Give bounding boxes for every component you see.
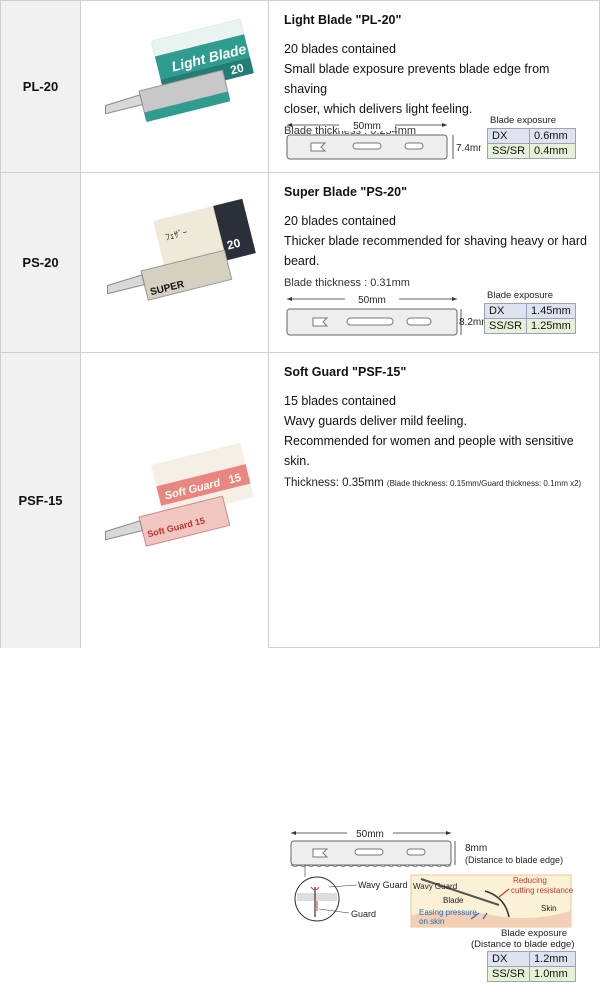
thickness-note: (Blade thickness: 0.15mm/Guard thickness… xyxy=(386,479,582,488)
illus-wavy-guard: Wavy Guard xyxy=(413,882,457,891)
product-row-ps20: PS-20 ﾌｪｻﾞｰ 20 SUPER Super Blade "PS-20"… xyxy=(1,173,599,353)
product-photo-pl20: Light Blade 20 xyxy=(105,18,254,123)
product-image-cell: Soft Guard 15 Soft Guard 15 xyxy=(81,353,269,648)
description-line: Small blade exposure prevents blade edge… xyxy=(284,62,550,96)
blade-height-label: 8mm xyxy=(465,843,487,854)
product-title: Light Blade "PL-20" xyxy=(284,13,402,27)
blade-thickness: Thickness: 0.35mm (Blade thickness: 0.15… xyxy=(284,477,589,489)
description-line: Thicker blade recommended for shaving he… xyxy=(284,234,587,248)
exposure-key: DX xyxy=(483,303,528,319)
blade-height-label: 8.2mm xyxy=(459,317,487,328)
product-description-cell: Super Blade "PS-20" 20 blades contained … xyxy=(269,173,599,352)
exposure-value: 1.0mm xyxy=(529,966,577,982)
product-row-pl20: PL-20 Light Blade 20 xyxy=(1,1,599,173)
product-code-cell: PS-20 xyxy=(1,173,81,352)
exposure-value: 0.6mm xyxy=(529,128,577,144)
description-line: Wavy guards deliver mild feeling. xyxy=(284,414,467,428)
exposure-value: 1.25mm xyxy=(526,318,576,334)
product-code: PSF-15 xyxy=(18,493,63,508)
illus-easing: Easing pressure xyxy=(419,908,477,917)
exposure-key: SS/SR xyxy=(486,966,531,982)
exposure-value: 0.4mm xyxy=(529,143,577,159)
product-code-cell: PL-20 xyxy=(1,1,81,172)
product-title: Soft Guard "PSF-15" xyxy=(284,365,407,379)
product-row-psf15: PSF-15 Soft Guard 15 Soft Guard 15 Soft … xyxy=(1,353,599,982)
thickness-main: Thickness: 0.35mm xyxy=(284,477,384,489)
description-line: beard. xyxy=(284,254,320,268)
illus-cutting: cutting resistance xyxy=(511,886,574,895)
product-title: Super Blade "PS-20" xyxy=(284,185,408,199)
svg-text:20: 20 xyxy=(229,61,246,78)
callout-wavy-guard: Wavy Guard xyxy=(358,880,408,890)
exposure-key: SS/SR xyxy=(483,318,528,334)
exposure-title: Blade exposure xyxy=(501,928,568,939)
exposure-key: DX xyxy=(486,951,531,967)
callout-guard: Guard xyxy=(351,909,376,919)
blade-dimension-diagram: 50mm 8.2mm xyxy=(286,293,487,336)
description-line: 20 blades contained xyxy=(284,42,396,56)
description-line: 15 blades contained xyxy=(284,394,396,408)
blade-dimension-diagram: 50mm 7.4mm xyxy=(286,119,481,160)
product-description-cell: Soft Guard "PSF-15" 15 blades contained … xyxy=(269,353,599,648)
exposure-title: Blade exposure xyxy=(487,290,554,301)
product-code: PS-20 xyxy=(22,255,59,270)
exposure-key: SS/SR xyxy=(486,143,531,159)
blade-width-label: 50mm xyxy=(356,829,384,840)
blade-width-label: 50mm xyxy=(353,121,381,132)
description-line: Recommended for women and people with se… xyxy=(284,434,574,468)
product-code-cell: PSF-15 xyxy=(1,353,81,648)
blade-thickness: Blade thickness : 0.31mm xyxy=(284,277,410,289)
exposure-value: 1.45mm xyxy=(526,303,576,319)
svg-text:15: 15 xyxy=(228,472,243,487)
illus-on-skin: on skin xyxy=(419,917,444,926)
blade-height-label: 7.4mm xyxy=(456,143,481,154)
exposure-subtitle: (Distance to blade edge) xyxy=(471,939,575,950)
description-line: 20 blades contained xyxy=(284,214,396,228)
exposure-key: DX xyxy=(486,128,531,144)
blade-height-note: (Distance to blade edge) xyxy=(465,855,563,865)
exposure-value: 1.2mm xyxy=(529,951,577,967)
illus-skin: Skin xyxy=(541,904,557,913)
illus-reducing: Reducing xyxy=(513,876,547,885)
product-code: PL-20 xyxy=(22,79,59,94)
description-line: closer, which delivers light feeling. xyxy=(284,102,473,116)
illus-blade: Blade xyxy=(443,896,464,905)
product-photo-ps20: ﾌｪｻﾞｰ 20 SUPER xyxy=(107,198,256,301)
product-image-cell: Light Blade 20 xyxy=(81,1,269,172)
svg-text:20: 20 xyxy=(226,236,243,253)
product-image-cell: ﾌｪｻﾞｰ 20 SUPER xyxy=(81,173,269,352)
product-photo-psf15: Soft Guard 15 Soft Guard 15 xyxy=(105,443,254,547)
exposure-title: Blade exposure xyxy=(490,115,557,126)
blade-width-label: 50mm xyxy=(358,295,386,306)
